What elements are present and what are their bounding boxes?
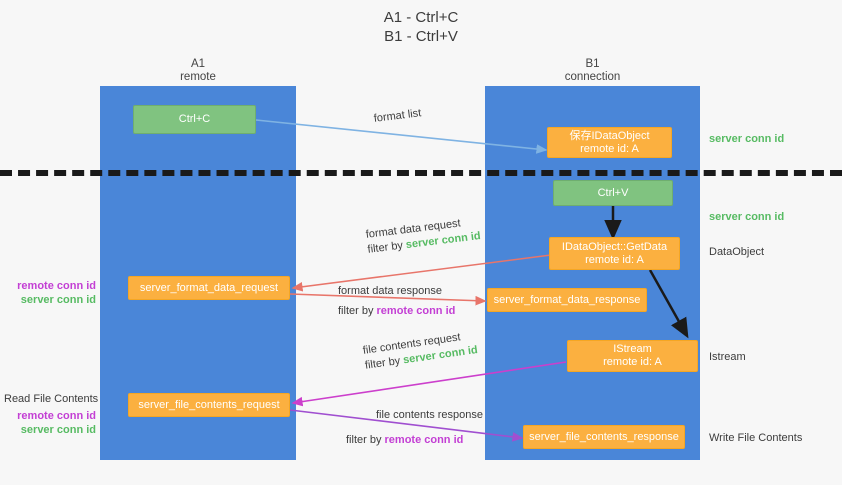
- node-store-dataobject-line1: 保存IDataObject: [569, 129, 650, 142]
- left-annotation-server-conn-id-2: server conn id: [20, 424, 96, 436]
- node-ctrl-c-label: Ctrl+C: [178, 113, 211, 125]
- node-getdata-line1: IDataObject::GetData: [561, 240, 668, 253]
- edge-label-file-contents-response-filter: filter by remote conn id: [346, 433, 483, 448]
- lane-header-b1-name: B1: [585, 58, 600, 70]
- node-istream-line1: IStream: [613, 343, 652, 355]
- node-ctrl-v[interactable]: Ctrl+V: [553, 180, 673, 206]
- node-server-format-data-response-label: server_format_data_response: [493, 293, 641, 306]
- node-store-dataobject[interactable]: 保存IDataObject remote id: A: [547, 127, 672, 158]
- filter-key-remote-conn-id: remote conn id: [384, 434, 464, 446]
- filter-key-remote-conn-id: remote conn id: [376, 305, 456, 317]
- filter-prefix: filter by: [366, 239, 407, 256]
- node-server-file-contents-request-label: server_file_contents_request: [138, 398, 280, 411]
- node-server-format-data-response[interactable]: server_format_data_response: [487, 288, 647, 312]
- node-ctrl-v-label: Ctrl+V: [597, 186, 629, 199]
- right-annotation-write-file-contents: Write File Contents: [709, 432, 803, 444]
- edge-label-format-data-request: format data request filter by server con…: [365, 214, 482, 258]
- lane-header-b1: B1 connection: [485, 58, 700, 84]
- left-annotation-block-1: remote conn id server conn id: [8, 279, 96, 307]
- edge-label-format-list: format list: [373, 107, 422, 125]
- right-annotation-server-conn-id-1: server conn id: [709, 133, 785, 145]
- edge-label-file-contents-request: file contents request filter by server c…: [362, 328, 479, 374]
- left-annotation-server-conn-id-1: server conn id: [20, 294, 96, 306]
- lane-header-a1: A1 remote: [100, 58, 296, 84]
- node-server-format-data-request[interactable]: server_format_data_request: [128, 276, 290, 300]
- node-getdata-line2: remote id: A: [585, 253, 644, 266]
- left-annotation-remote-conn-id-2: remote conn id: [17, 410, 96, 422]
- node-getdata[interactable]: IDataObject::GetData remote id: A: [549, 237, 680, 270]
- lane-header-b1-sub: connection: [564, 71, 621, 83]
- phase-separator: [0, 170, 842, 176]
- node-istream-line2: remote id: A: [603, 356, 662, 368]
- left-annotation-read-file-contents: Read File Contents: [4, 393, 99, 405]
- filter-prefix: filter by: [346, 434, 385, 446]
- edge-label-format-data-response-text: format data response: [338, 285, 442, 297]
- right-annotation-istream: Istream: [709, 351, 746, 363]
- edge-label-file-contents-response: file contents response filter by remote …: [346, 408, 484, 448]
- node-istream[interactable]: IStream remote id: A: [567, 340, 698, 372]
- left-annotation-block-2: Read File Contents remote conn id server…: [4, 392, 99, 437]
- edge-label-file-contents-response-text: file contents response: [376, 409, 484, 421]
- node-server-file-contents-request[interactable]: server_file_contents_request: [128, 393, 290, 417]
- lane-header-a1-name: A1: [190, 58, 206, 70]
- left-annotation-remote-conn-id-1: remote conn id: [17, 280, 96, 292]
- filter-prefix: filter by: [364, 354, 405, 372]
- lane-header-a1-sub: remote: [180, 71, 216, 83]
- node-store-dataobject-line2: remote id: A: [580, 142, 639, 155]
- node-server-file-contents-response[interactable]: server_file_contents_response: [523, 425, 685, 449]
- right-annotation-server-conn-id-2: server conn id: [709, 211, 785, 223]
- edge-label-format-data-response-filter: filter by remote conn id: [338, 304, 455, 319]
- node-server-format-data-request-label: server_format_data_request: [139, 281, 279, 294]
- right-annotation-dataobject: DataObject: [709, 246, 765, 258]
- filter-prefix: filter by: [338, 305, 377, 317]
- edge-label-format-data-response: format data response filter by remote co…: [338, 284, 455, 319]
- node-ctrl-c[interactable]: Ctrl+C: [133, 105, 256, 134]
- node-server-file-contents-response-label: server_file_contents_response: [529, 430, 679, 443]
- page-title: A1 - Ctrl+C B1 - Ctrl+V: [383, 9, 459, 45]
